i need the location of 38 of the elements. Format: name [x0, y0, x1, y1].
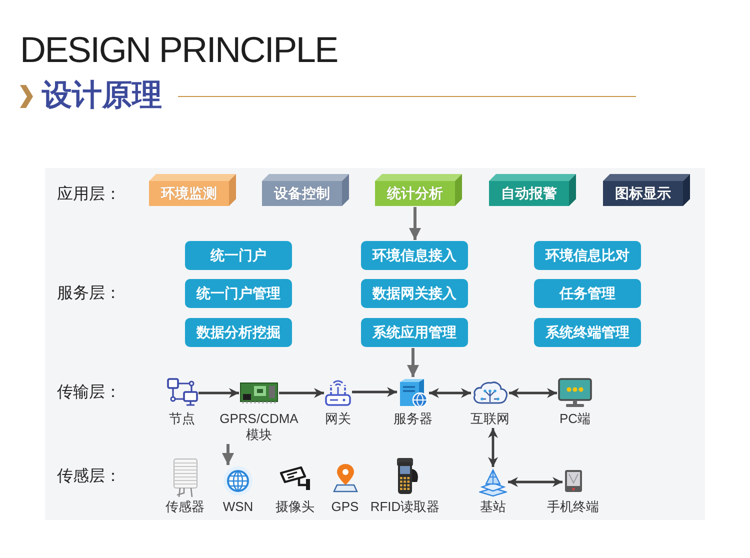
rounded-box: 环境信息比对 — [534, 241, 641, 270]
icon-caption: 摄像头 — [274, 499, 316, 515]
rounded-box: 系统终端管理 — [534, 318, 641, 347]
rounded-box: 任务管理 — [534, 279, 641, 308]
icon-caption: 互联网 — [470, 411, 510, 427]
icon-caption: RFID读取器 — [369, 499, 441, 515]
layer-label: 传感层： — [57, 467, 121, 487]
rounded-box: 统一门户 — [185, 241, 292, 270]
icon-caption: WSN — [222, 499, 254, 515]
arrow — [409, 207, 421, 240]
icon-caption: 基站 — [479, 499, 507, 515]
arrow — [407, 348, 419, 377]
arrow — [198, 388, 239, 398]
title: DESIGN PRINCIPLE — [20, 29, 338, 71]
subtitle: 设计原理 — [42, 79, 162, 113]
rounded-box: 统一门户管理 — [185, 279, 292, 308]
double-arrow — [488, 428, 498, 467]
arrow — [222, 444, 234, 465]
layer-label: 服务层： — [57, 284, 121, 304]
icon-caption: GPS — [330, 499, 360, 515]
icon-caption: 网关 — [324, 411, 352, 427]
icon-caption: 手机终端 — [546, 499, 600, 515]
icon-caption: GPRS/CDMA模块 — [218, 411, 300, 443]
icon-caption: 服务器 — [392, 411, 434, 427]
rounded-box: 环境信息接入 — [361, 241, 468, 270]
icon-caption: PC端 — [558, 411, 592, 427]
arrow — [279, 388, 324, 398]
icon-caption: 节点 — [168, 411, 196, 427]
double-arrow — [429, 388, 471, 398]
rounded-box: 数据网关接入 — [361, 279, 468, 308]
double-arrow — [509, 388, 557, 398]
double-arrow — [508, 477, 562, 487]
layer-label: 传输层： — [57, 383, 121, 403]
layer-label: 应用层： — [57, 185, 121, 205]
arrow — [352, 387, 397, 397]
rounded-box: 数据分析挖掘 — [185, 318, 292, 347]
icon-caption: 传感器 — [164, 499, 206, 515]
rounded-box: 系统应用管理 — [361, 318, 468, 347]
